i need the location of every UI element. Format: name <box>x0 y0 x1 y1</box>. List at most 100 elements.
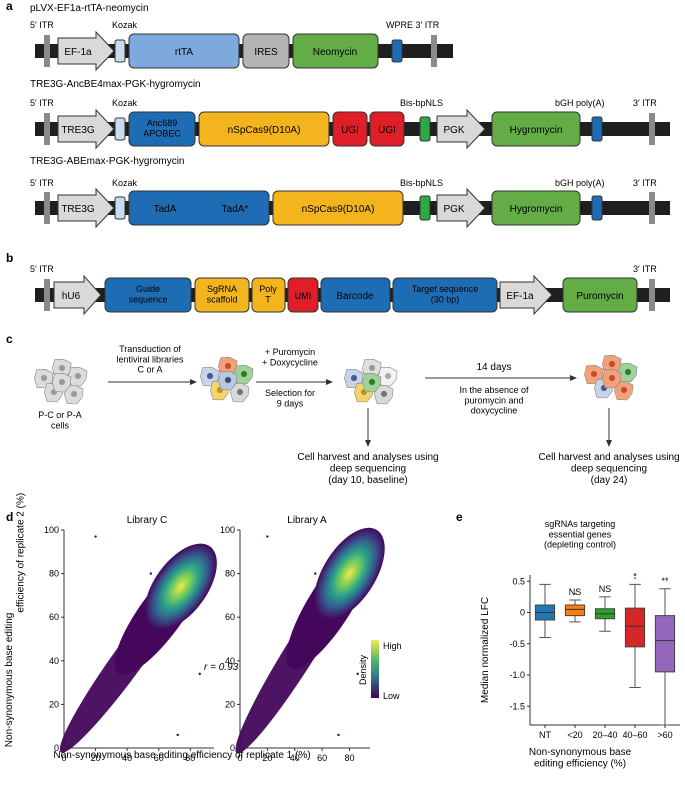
scatter-point <box>293 653 296 656</box>
boxplot: 0.50-0.5-1.0-1.5NTNS<20NS20–40*40–60**>6… <box>509 571 680 740</box>
tada-star-label: TadA* <box>222 204 249 215</box>
construct-2-polya-label: bGH poly(A) <box>555 98 605 108</box>
cell-nucleus <box>620 386 628 394</box>
promoter-arrow-shape <box>57 187 115 229</box>
y-tick-label: 40 <box>49 656 59 666</box>
nls-box <box>419 195 431 221</box>
kozak-box <box>114 39 126 63</box>
tada-label: TadA <box>154 204 177 215</box>
density-cloud <box>59 543 217 753</box>
colorbar-label: Density <box>358 654 368 685</box>
cell-nucleus <box>74 372 82 380</box>
x-tick-label: 0 <box>61 753 66 763</box>
cell-nucleus <box>224 362 232 370</box>
ef1a-label: EF-1a <box>506 291 534 302</box>
cell-nucleus <box>608 360 616 368</box>
density-core <box>144 543 217 630</box>
correlation-annotation: r = 0.93 <box>204 662 239 673</box>
x-tick-label: 80 <box>185 753 195 763</box>
cell-nucleus <box>240 370 248 378</box>
y-tick-label: 100 <box>220 525 235 535</box>
cell-nucleus <box>58 364 66 372</box>
scatter-point <box>314 572 317 575</box>
polya-box <box>591 116 603 142</box>
x-tick-label: 60 <box>154 753 164 763</box>
nls-box <box>419 116 431 142</box>
construct-3-itr3-label: 3′ ITR <box>633 178 657 188</box>
colorbar-low: Low <box>383 691 400 701</box>
cas9-label: nSpCas9(D10A) <box>302 204 375 215</box>
ugi-label: UGI <box>378 125 396 136</box>
construct-2-nls-label: Bis-bpNLS <box>400 98 443 108</box>
panel-label-e: e <box>456 510 463 524</box>
ugi-box <box>332 111 368 147</box>
cell-nucleus <box>380 390 388 398</box>
construct-3-polya-label: bGH poly(A) <box>555 178 605 188</box>
itr-marker <box>649 113 655 145</box>
arrowhead <box>190 379 197 385</box>
boxplot-y-label: Median normalized LFC <box>480 597 491 703</box>
ires-box <box>242 33 290 69</box>
outlier-point <box>574 592 576 595</box>
scatter-point <box>94 535 97 538</box>
construct-1-title: pLVX-EF1a-rtTA-neomycin <box>30 3 149 14</box>
pgk-arrow-shape <box>436 187 486 229</box>
colored-cell-cluster <box>200 356 254 403</box>
grey-cell-cluster <box>34 358 88 405</box>
construct-3-itr5-label: 5′ ITR <box>30 178 54 188</box>
itr-marker <box>44 192 50 224</box>
itr-marker <box>44 113 50 145</box>
construct-3-kozak-label: Kozak <box>112 178 138 188</box>
kozak-box <box>114 196 126 220</box>
y-tick-label: 0 <box>54 743 59 753</box>
umi-box <box>287 277 319 313</box>
significance-label: * <box>633 571 637 581</box>
outlier-point <box>634 577 636 580</box>
puromycin-box <box>562 277 638 313</box>
hu6-label: hU6 <box>62 291 81 302</box>
barcode-box <box>320 277 391 313</box>
rtta-box <box>128 33 240 69</box>
hygromycin-box <box>491 111 581 147</box>
itr-marker <box>44 279 50 311</box>
construct-2-kozak-label: Kozak <box>112 98 138 108</box>
y-tick-label: 0 <box>230 743 235 753</box>
hu6-arrow-shape <box>53 274 102 316</box>
step3-text: 14 days <box>476 362 511 373</box>
construct-1-wpre-label: WPRE 3′ ITR <box>386 20 440 30</box>
ef1a-arrow-shape <box>499 274 553 316</box>
panel-label-a: a <box>6 0 13 13</box>
cell-nucleus <box>608 374 616 382</box>
cell-nucleus <box>224 376 232 384</box>
puromycin-label: Puromycin <box>576 291 623 302</box>
scatter-point <box>86 718 89 721</box>
box <box>654 615 676 673</box>
x-tick-label: 40 <box>122 753 132 763</box>
box <box>564 604 586 617</box>
hygromycin-label: Hygromycin <box>510 125 563 136</box>
itr-marker <box>649 192 655 224</box>
cell-nucleus <box>206 372 214 380</box>
x-axis-label: Non-synonymous base editing efficiency o… <box>53 750 310 761</box>
construct-2-title: TRE3G-AncBE4max-PGK-hygromycin <box>30 79 201 90</box>
y-tick-label: 0 <box>520 608 525 618</box>
cas9-box <box>198 111 330 147</box>
ugi-label: UGI <box>341 125 359 136</box>
umi-label: UMI <box>295 291 312 301</box>
scatter-point <box>125 653 129 656</box>
cell-nucleus <box>350 374 358 382</box>
construct-1: pLVX-EF1a-rtTA-neomycin 5′ ITR Kozak WPR… <box>30 3 453 72</box>
y-tick-label: -1.0 <box>509 670 525 680</box>
cell-nucleus <box>384 372 392 380</box>
construct-1-itr5-label: 5′ ITR <box>30 20 54 30</box>
scatter-point <box>356 672 359 676</box>
cas9-label: nSpCas9(D10A) <box>228 125 301 136</box>
hygromycin-box <box>491 190 581 226</box>
